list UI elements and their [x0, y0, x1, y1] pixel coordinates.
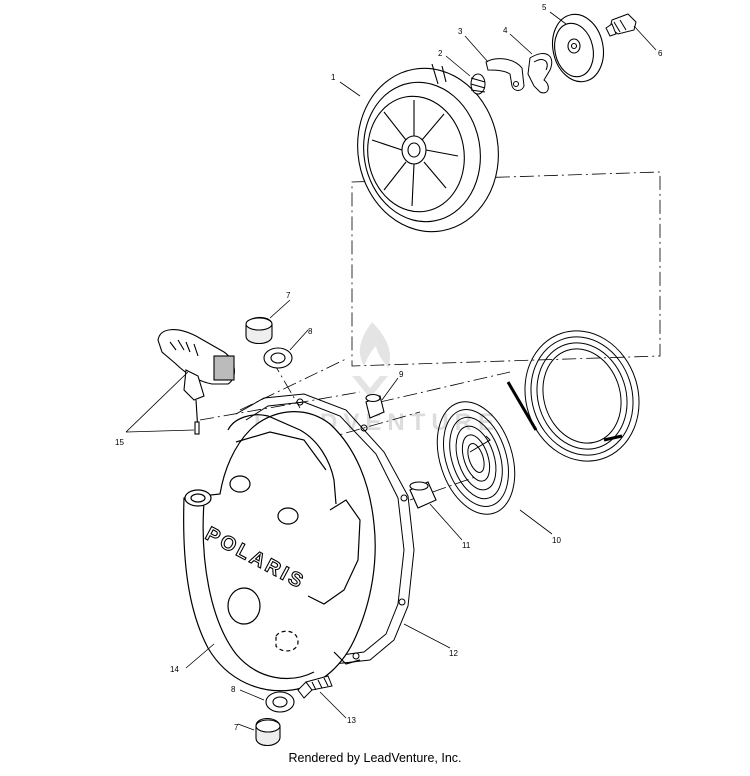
callout-8-bottom: 8 — [231, 685, 236, 694]
clip-part-4[interactable] — [527, 53, 553, 94]
plug-part-7-top[interactable] — [245, 316, 273, 345]
bushing-part-9[interactable] — [365, 393, 385, 419]
washer-part-8-top[interactable] — [263, 347, 293, 369]
callout-12: 12 — [449, 649, 458, 658]
callout-8-top: 8 — [308, 327, 313, 336]
bolt-part-6[interactable] — [605, 13, 637, 37]
callout-6: 6 — [658, 49, 663, 58]
callout-9: 9 — [399, 370, 404, 379]
callout-15: 15 — [115, 438, 124, 447]
callout-3: 3 — [458, 27, 463, 36]
bolt-part-13[interactable] — [297, 675, 333, 699]
bushing-part-11[interactable] — [409, 481, 437, 509]
callout-1: 1 — [331, 73, 336, 82]
callout-5: 5 — [542, 3, 547, 12]
callout-7-bottom: 7 — [234, 723, 239, 732]
spring-part-2[interactable] — [470, 73, 486, 95]
plug-part-7-bottom[interactable] — [255, 717, 281, 747]
pulley-part-1[interactable] — [345, 57, 511, 243]
rendered-by-credit: Rendered by LeadVenture, Inc. — [288, 751, 462, 765]
pawl-part-3[interactable] — [485, 58, 525, 91]
gasket-part-12[interactable] — [235, 393, 415, 665]
callout-4: 4 — [503, 26, 508, 35]
callout-2: 2 — [438, 49, 443, 58]
leader-lines — [125, 11, 657, 731]
callout-7-top: 7 — [286, 291, 291, 300]
callout-14: 14 — [170, 665, 179, 674]
retainer-plate-part-5[interactable] — [546, 10, 609, 87]
washer-part-8-bottom[interactable] — [265, 691, 295, 713]
callout-11: 11 — [462, 541, 471, 550]
starter-rope-coil[interactable] — [506, 316, 656, 476]
recoil-spring-part-10[interactable] — [424, 392, 528, 525]
callout-13: 13 — [347, 716, 356, 725]
recoil-housing-part-14[interactable] — [183, 411, 376, 692]
callout-10: 10 — [552, 536, 561, 545]
handle-part-15[interactable] — [157, 329, 235, 435]
callout-numbers: 1 2 3 4 5 6 7 8 9 10 11 12 13 14 15 8 7 — [115, 3, 663, 732]
